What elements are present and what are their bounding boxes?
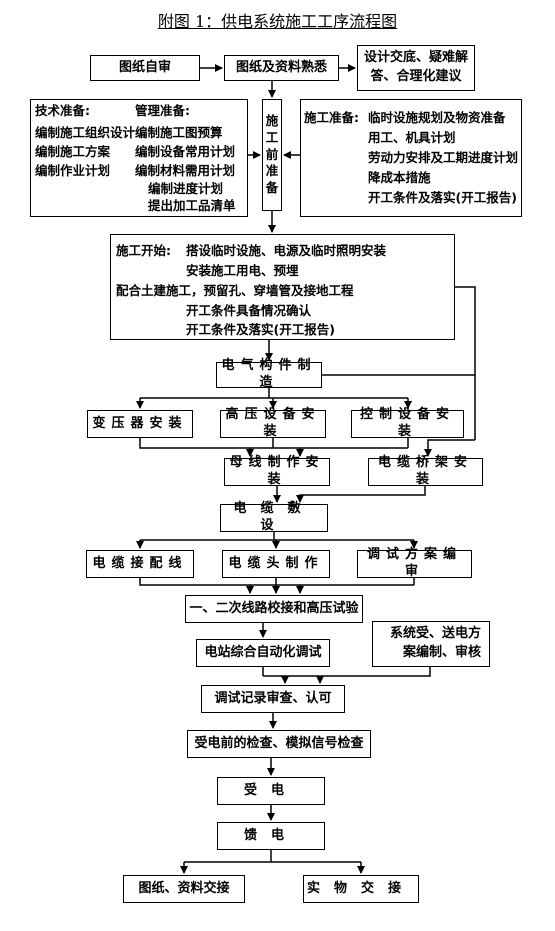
transformer-install-label: 变压器安装	[92, 415, 188, 431]
construction-start-item: 配合土建施工，预留孔、穿墙管及接地工程	[116, 283, 354, 298]
electrical-component-mfg-label: 电气构件制造	[221, 358, 317, 390]
power-scheme-line2: 案编制、审核	[402, 645, 481, 660]
power-receive-box: 受电	[217, 777, 325, 805]
power-feed-box: 馈电	[217, 822, 325, 850]
construction-start-item: 安装施工用电、预埋	[186, 263, 299, 278]
construction-start-item: 开工条件具备情况确认	[186, 303, 312, 318]
vertical-char: 前	[265, 146, 279, 162]
tech-prep-item: 编制施工组织设计	[35, 125, 136, 140]
electrical-component-mfg-box: 电气构件制造	[216, 358, 322, 390]
drawing-familiarize-label: 图纸及资料熟悉	[235, 59, 327, 75]
transformer-install-box: 变压器安装	[87, 410, 193, 438]
construction-start-item: 搭设临时设施、电源及临时照明安装	[186, 243, 387, 258]
physical-handover-label: 实物交接	[306, 880, 415, 896]
construction-prep-box	[300, 99, 522, 217]
pre-power-check-box: 受电前的检查、模拟信号检查	[187, 730, 371, 758]
construction-prep-item: 劳动力安排及工期进度计划	[368, 150, 519, 165]
station-auto-debug-box: 电站综合自动化调试	[196, 639, 330, 667]
construction-prep-item: 开工条件及落实(开工报告)	[368, 190, 517, 205]
vertical-char: 备	[265, 180, 279, 196]
hv-equipment-install-label: 高压设备安装	[225, 407, 321, 439]
vertical-char: 准	[265, 163, 279, 179]
mgmt-prep-item: 提出加工品清单	[148, 198, 236, 213]
drawing-handover-label: 图纸、资料交接	[138, 880, 230, 896]
cable-tray-install-box: 电缆桥架安装	[368, 455, 483, 487]
control-equipment-install-box: 控制设备安装	[351, 407, 464, 439]
drawing-self-review-box: 图纸自审	[90, 55, 200, 81]
cable-connection-box: 电缆接配线	[86, 550, 194, 578]
debug-plan-label: 调试方案编审	[366, 547, 462, 579]
power-feed-label: 馈电	[243, 827, 298, 843]
secondary-line-test-label: 一、二次线路校接和高压试验	[189, 600, 359, 616]
construction-prep-item: 用工、机具计划	[368, 130, 456, 145]
power-receive-label: 受电	[243, 782, 298, 798]
design-disclosure-box: 设计交底、疑难解 答、合理化建议	[357, 45, 475, 91]
debug-record-review-label: 调试记录审查、认可	[214, 690, 332, 706]
construction-prep-heading: 施工准备:	[304, 110, 359, 125]
mgmt-prep-item: 编制施工图预算	[135, 125, 223, 140]
power-scheme-box: 系统受、送电方 案编制、审核	[372, 621, 490, 667]
pre-power-check-label: 受电前的检查、模拟信号检查	[194, 735, 364, 751]
busbar-install-label: 母线制作安装	[229, 455, 325, 487]
construction-prep-item: 临时设施规划及物资准备	[368, 110, 506, 125]
cable-tray-install-label: 电缆桥架安装	[377, 455, 473, 487]
vertical-char: 工	[265, 129, 279, 145]
debug-plan-box: 调试方案编审	[357, 547, 472, 579]
power-scheme-line1: 系统受、送电方	[389, 626, 481, 642]
busbar-install-box: 母线制作安装	[224, 455, 330, 487]
tech-prep-item: 编制作业计划	[35, 163, 111, 178]
hv-equipment-install-box: 高压设备安装	[220, 407, 326, 439]
cable-laying-box: 电缆敷设	[220, 501, 328, 533]
secondary-line-test-box: 一、二次线路校接和高压试验	[185, 595, 363, 623]
construction-start-heading: 施工开始:	[116, 243, 171, 258]
cable-head-making-label: 电缆头制作	[228, 555, 324, 571]
mgmt-prep-item: 编制设备常用计划	[135, 144, 236, 159]
station-auto-debug-label: 电站综合自动化调试	[204, 644, 322, 660]
tech-prep-heading: 技术准备:	[35, 103, 90, 118]
construction-prep-item: 降成本措施	[368, 170, 431, 185]
cable-connection-label: 电缆接配线	[92, 555, 188, 571]
construction-start-item: 开工条件及落实(开工报告)	[186, 322, 335, 337]
construction-prep-vertical-box: 施 工 前 准 备	[262, 99, 282, 211]
drawing-handover-box: 图纸、资料交接	[123, 875, 245, 903]
design-disclosure-line2: 答、合理化建议	[370, 69, 462, 84]
mgmt-prep-item: 编制进度计划	[148, 181, 224, 196]
drawing-self-review-label: 图纸自审	[118, 59, 171, 75]
debug-record-review-box: 调试记录审查、认可	[201, 685, 345, 713]
mgmt-prep-heading: 管理准备:	[135, 103, 190, 118]
design-disclosure-line1: 设计交底、疑难解	[363, 50, 468, 66]
page-title: 附图 1：供电系统施工工序流程图	[157, 12, 398, 31]
cable-head-making-box: 电缆头制作	[222, 550, 330, 578]
drawing-familiarize-box: 图纸及资料熟悉	[224, 55, 339, 81]
mgmt-prep-item: 编制材料需用计划	[135, 163, 236, 178]
construction-start-box	[110, 234, 455, 340]
cable-laying-label: 电缆敷设	[233, 501, 315, 533]
vertical-char: 施	[265, 112, 279, 128]
physical-handover-box: 实物交接	[303, 875, 419, 903]
tech-prep-item: 编制施工方案	[35, 144, 111, 159]
control-equipment-install-label: 控制设备安装	[359, 407, 455, 439]
tech-mgmt-prep-box	[30, 99, 248, 217]
